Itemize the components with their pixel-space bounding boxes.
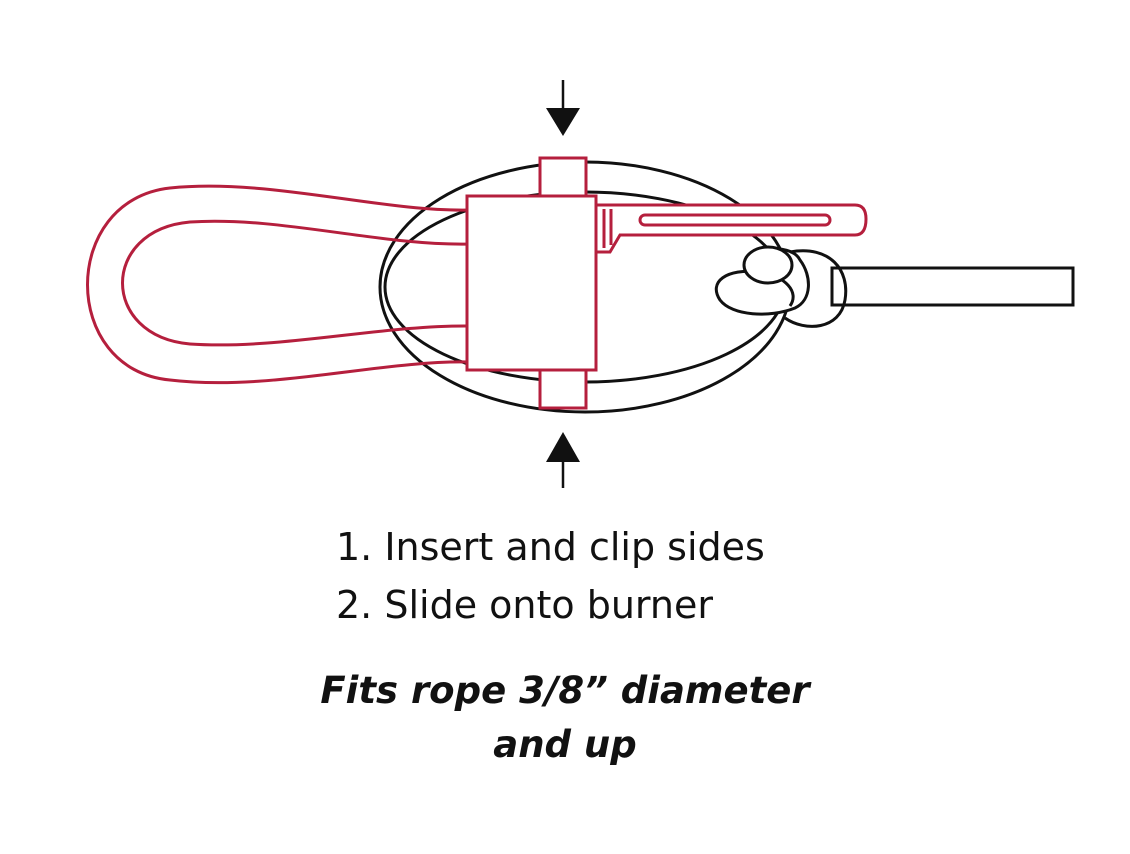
instruction-steps: 1. Insert and clip sides 2. Slide onto b…: [336, 518, 765, 634]
rope-knot: [714, 245, 848, 328]
note-line-1: Fits rope 3/8” diameter: [320, 669, 810, 712]
clip-body: [465, 156, 598, 410]
up-arrow-icon: [546, 432, 580, 488]
step-2: 2. Slide onto burner: [336, 583, 713, 627]
rope-fit-note: Fits rope 3/8” diameter and up: [0, 664, 1130, 772]
step-1: 1. Insert and clip sides: [336, 525, 765, 569]
black-rope: [830, 266, 1075, 307]
down-arrow-icon: [546, 80, 580, 136]
note-line-2: and up: [493, 723, 637, 766]
red-rope-loop: [86, 184, 471, 385]
rope-clip-diagram: [86, 80, 1075, 488]
clip-pin: [594, 203, 868, 254]
